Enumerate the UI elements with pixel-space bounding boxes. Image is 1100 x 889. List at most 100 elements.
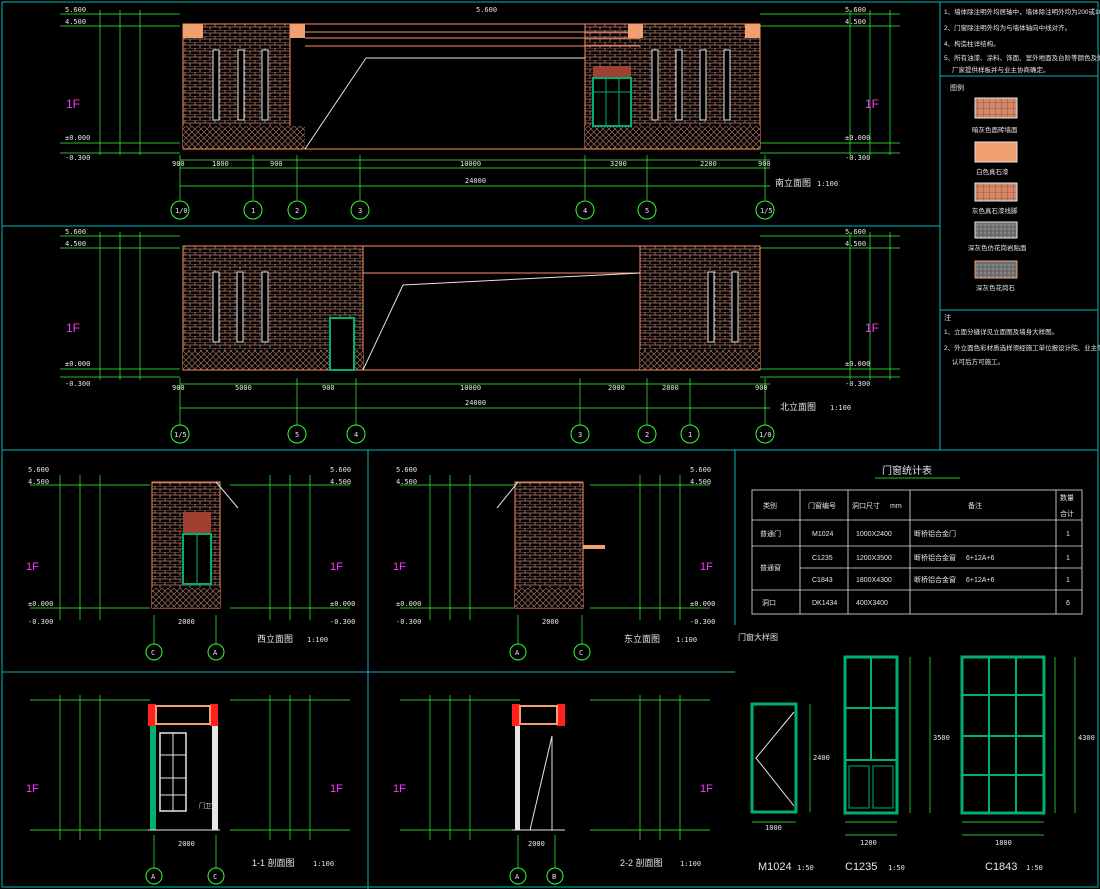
west-floor-label: 1F [330,561,343,573]
table-cell: DK1434 [812,600,837,607]
north-dim: 900 [322,384,335,392]
table-cell: C1843 [812,577,833,584]
south-level: 4.500 [65,18,86,26]
table-title: 门窗统计表 [882,464,932,477]
north-floor-label: 1F [66,321,80,335]
south-dim: 900 [270,160,283,168]
west-level: 5.600 [28,466,49,474]
table-cell: 1800X4300 [856,577,892,584]
north-axis-label: 1/5 [174,431,187,439]
west-title: 西立面图 [257,633,293,644]
west-floor-label: 1F [26,561,39,573]
table-header: 类别 [763,501,777,510]
s22-floor-label: 1F [700,783,713,795]
south-level: -0.300 [65,154,90,162]
window-details [750,655,1076,836]
west-level: -0.300 [28,618,53,626]
west-level: 4.500 [330,478,351,486]
east-floor-label: 1F [700,561,713,573]
detail-name: C1843 [985,861,1017,873]
details-title: 门窗大样图 [738,632,778,642]
detail-scale: 1:50 [797,864,814,872]
note-line: 2、门窗除注明外均为与墙体轴向中线对齐。 [944,23,1071,32]
south-dim: 1800 [212,160,229,168]
table-subheader: 合计 [1060,509,1074,518]
table-header: mm [890,503,902,510]
north-axis-label: 1/0 [759,431,772,439]
north-title: 北立面图 [780,401,816,412]
south-dim-total: 24000 [465,177,486,185]
south-axis-label: 1/0 [175,207,188,215]
legend-label: 暗灰色面砖墙面 [972,125,1018,134]
table-cell: 普通门 [760,529,781,538]
west-level: ±0.000 [330,600,355,608]
east-title: 东立面图 [624,633,660,644]
door-window-table-grid [751,477,1083,615]
east-level: -0.300 [396,618,421,626]
east-level: ±0.000 [396,600,421,608]
north-level: 4.500 [845,240,866,248]
north-level: 4.500 [65,240,86,248]
north-axis-label: 3 [578,431,582,439]
west-level: 5.600 [330,466,351,474]
table-cell: C1235 [812,555,833,562]
s22-floor-label: 1F [393,783,406,795]
s11-floor-label: 1F [330,783,343,795]
table-cell: 6+12A+6 [966,577,995,584]
south-title: 南立面图 [775,177,811,188]
south-axis-label: 1/5 [760,207,773,215]
west-dim: 2000 [178,618,195,626]
north-axis-label: 5 [295,431,299,439]
note-line: 5、所有油漆、涂料、饰面、室外地面及台阶等颜色及做法由 [944,53,1100,62]
section-2-2 [400,695,710,870]
table-cell: 断桥铝合金窗 [914,553,956,562]
south-level: -0.300 [845,154,870,162]
table-header: 门窗编号 [808,501,836,510]
north-dim: 10000 [460,384,481,392]
south-top-dim: 5.600 [476,6,497,14]
axis-bubbles [145,200,775,885]
east-floor-label: 1F [393,561,406,573]
north-level: ±0.000 [65,360,90,368]
east-level: -0.300 [690,618,715,626]
north-dim: 900 [755,384,768,392]
note-line: 4、构造柱详结构。 [944,39,1000,48]
west-level: ±0.000 [28,600,53,608]
detail-width: 1200 [860,839,877,847]
table-cell: 断桥铝合金窗 [914,575,956,584]
east-axis-label: A [515,649,520,657]
detail-height: 3500 [933,734,950,742]
south-dim: 3200 [610,160,627,168]
table-cell: 普通窗 [760,563,781,572]
east-level: 4.500 [690,478,711,486]
table-cell: 1200X3500 [856,555,892,562]
south-floor-label: 1F [66,97,80,111]
north-level: -0.300 [65,380,90,388]
east-axis-label: C [579,649,583,657]
south-axis-label: 4 [583,207,587,215]
south-dim: 2200 [700,160,717,168]
detail-name: M1024 [758,861,792,873]
south-dim: 900 [172,160,185,168]
east-level: 5.600 [396,466,417,474]
south-dim: 10000 [460,160,481,168]
detail-height: 2400 [813,754,830,762]
table-cell: 断桥铝合金门 [914,529,956,538]
north-level: -0.300 [845,380,870,388]
remark-line: 1、立面分缝详见立面图及墙身大样图。 [944,327,1058,336]
detail-height: 4300 [1078,734,1095,742]
detail-scale: 1:50 [1026,864,1043,872]
table-cell: 6+12A+6 [966,555,995,562]
s22-dim: 2000 [528,840,545,848]
s11-room-label: 门卫室 [199,802,217,810]
north-floor-label: 1F [865,321,879,335]
north-level: 5.600 [845,228,866,236]
table-cell: 6 [1066,600,1070,607]
south-axis-label: 2 [295,207,299,215]
south-axis-label: 5 [645,207,649,215]
table-cell: 1000X2400 [856,531,892,538]
south-level: 4.500 [845,18,866,26]
remark-title: 注 [944,313,951,322]
